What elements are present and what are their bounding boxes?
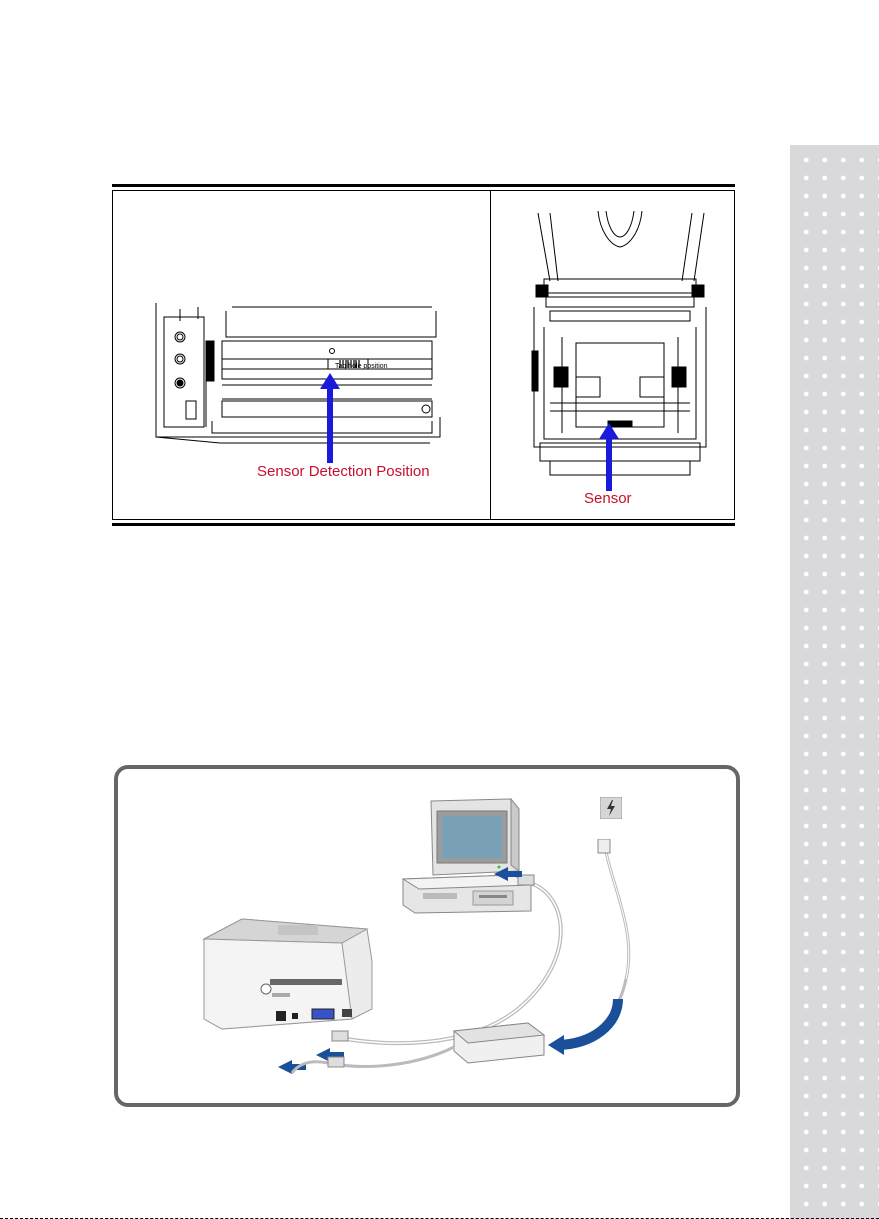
table-top-rule [112, 190, 735, 191]
decorative-dotted-strip [790, 145, 879, 1219]
table-left-border [112, 191, 113, 519]
sensor-figure-table: Tag hole position Sensor Detection Posit… [112, 184, 735, 526]
sensor-detection-caption: Sensor Detection Position [257, 463, 430, 480]
sensor-caption: Sensor [584, 490, 632, 507]
lightning-bolt-icon [600, 797, 622, 819]
tag-hole-label: Tag hole position [335, 363, 388, 370]
sensor-position-arrow [318, 373, 342, 463]
cables-illustration [268, 839, 648, 1089]
printer-front-illustration [150, 297, 450, 447]
table-bottom-rule [112, 519, 735, 520]
sensor-arrow [597, 423, 621, 491]
connection-diagram-frame [114, 765, 740, 1107]
table-column-divider [490, 191, 491, 519]
table-right-border [734, 191, 735, 519]
